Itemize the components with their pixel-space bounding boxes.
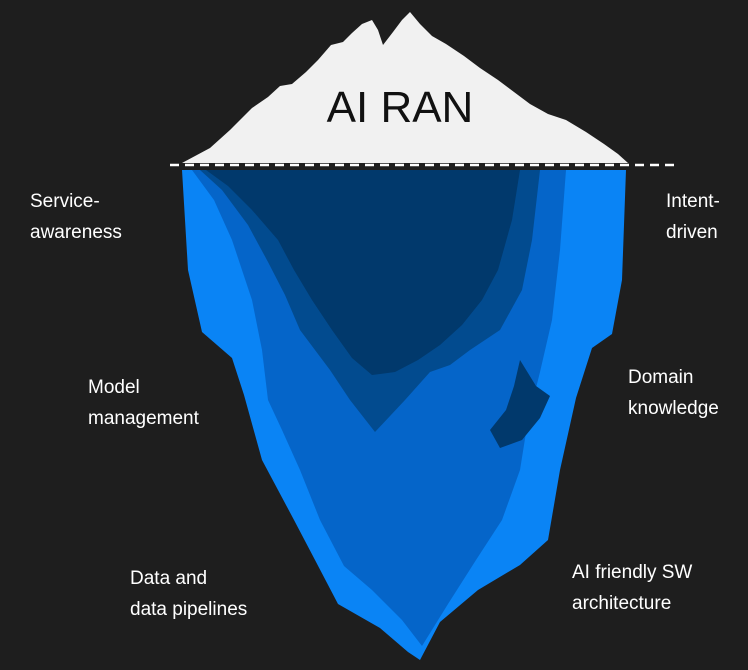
label-model-management: Model management	[88, 377, 199, 429]
label-domain-knowledge: Domain knowledge	[628, 367, 719, 419]
label-service-awareness: Service- awareness	[30, 191, 122, 243]
label-intent-driven: Intent- driven	[666, 191, 720, 243]
label-ai-friendly-sw: AI friendly SW architecture	[572, 562, 693, 614]
iceberg-tip	[182, 12, 628, 163]
iceberg-title: AI RAN	[326, 83, 474, 132]
iceberg-underwater-core	[206, 170, 520, 375]
label-data-pipelines: Data and data pipelines	[130, 568, 248, 620]
iceberg-shard	[490, 360, 550, 448]
